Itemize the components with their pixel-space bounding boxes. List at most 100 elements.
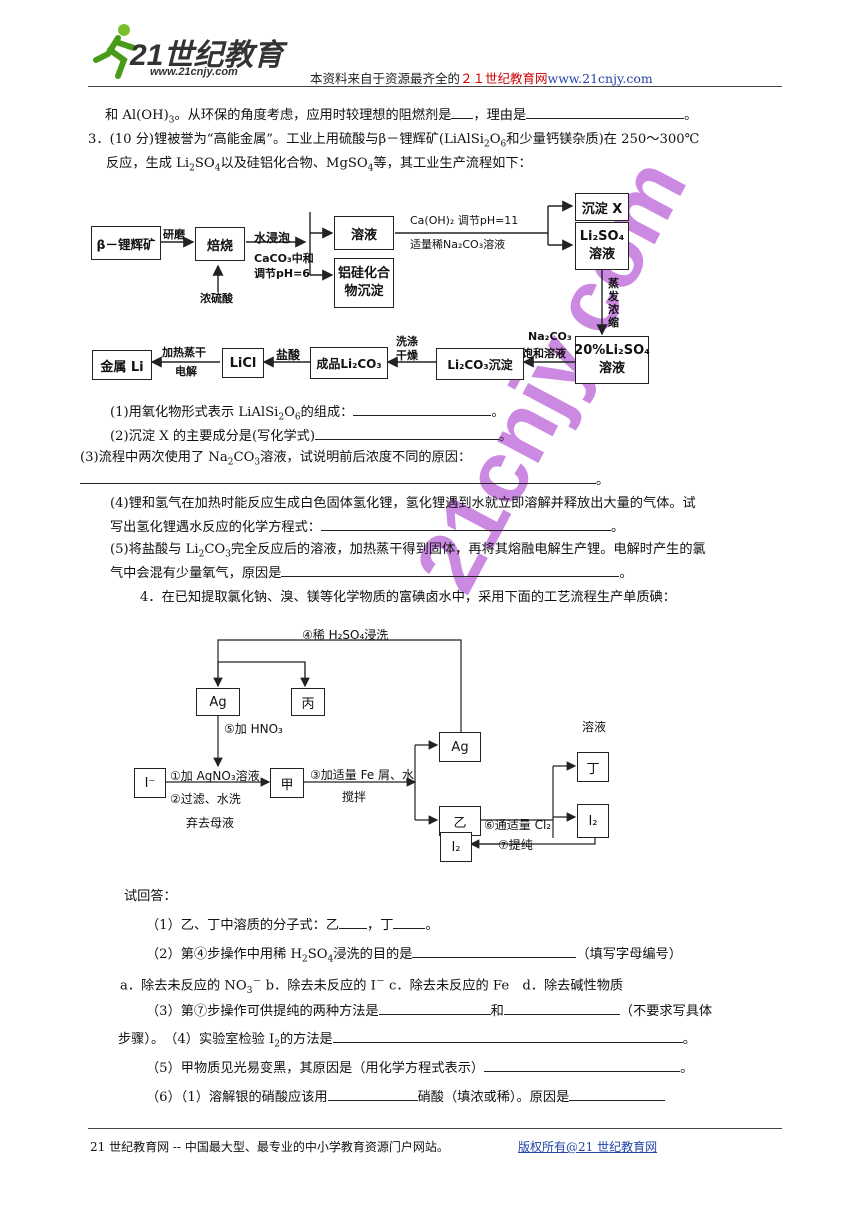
line-s2: (2)沉淀 X 的主要成分是(写化学式)。 [110, 425, 512, 448]
text: （2）第④步操作中用稀 H [146, 947, 302, 962]
answer-blank[interactable] [378, 1000, 491, 1015]
line-options: a．除去未反应的 NO3－ b．除去未反应的 I－ c．除去未反应的 Fe d．… [120, 977, 624, 997]
text: ，丁 [367, 918, 394, 933]
flow-label: ④稀 H₂SO₄浸洗 [302, 628, 389, 642]
text: 溶液 [598, 361, 625, 376]
answer-blank[interactable] [503, 1000, 620, 1015]
footer-rule [88, 1128, 782, 1129]
flow-ag2: Ag [439, 732, 481, 762]
text: 20%Li₂SO₄ [574, 343, 650, 358]
answer-blank[interactable] [339, 914, 368, 929]
footer-copyright-link[interactable]: 版权所有@21 世纪教育网 [518, 1138, 657, 1155]
flow-roast: 焙烧 [195, 227, 245, 261]
line-a3d: 步骤）。 （4）实验室检验 I2的方法是。 [118, 1028, 696, 1056]
text: （填写字母编号） [576, 947, 682, 962]
flow-label: ②过滤、水洗 [170, 792, 241, 806]
text: (5)将盐酸与 Li [110, 542, 199, 557]
answer-blank[interactable] [393, 914, 426, 929]
text: 完全反应后的溶液，加热蒸干得到固体，再将其熔融电解生产锂。电解时产生的氯 [230, 542, 706, 557]
flow-label: Na₂CO₃ [528, 330, 572, 343]
text: （1）乙、丁中溶质的分子式：乙 [146, 918, 340, 933]
logo-text: 21世纪教育 [130, 39, 284, 72]
answer-blank[interactable] [569, 1086, 666, 1101]
site-logo: 21世纪教育 www.21cnjy.com [88, 20, 293, 82]
text: 。从环保的角度考虑，应用时较理想的阻燃剂是 [174, 108, 452, 123]
option-a: a．除去未反应的 NO [120, 978, 247, 994]
text: (1)用氧化物形式表示 LiAlSi [110, 405, 279, 420]
answer-blank[interactable] [321, 516, 611, 531]
flow-li2co3-precipitate: Li₂CO₃沉淀 [436, 348, 524, 380]
text: 硝酸（填浓或稀）。原因是 [417, 1090, 570, 1105]
answer-blank[interactable] [526, 104, 685, 119]
flow-label: 适量稀Na₂CO₃溶液 [410, 238, 506, 251]
text: 物沉淀 [344, 284, 384, 299]
header-note: 本资料来自于资源最齐全的２１世纪教育网www.21cnjy.com [310, 68, 653, 87]
answer-blank[interactable] [327, 1086, 418, 1101]
flow-ag: Ag [196, 688, 240, 716]
answer-blank[interactable] [80, 469, 596, 484]
line-a6: （6）（1）溶解银的硝酸应该用 硝酸（填浓或稀）。原因是 [146, 1086, 666, 1109]
line-s3: (3)流程中两次使用了 Na2CO3溶液，试说明前后浓度不同的原因： [80, 450, 472, 468]
flow-bing: 丙 [291, 688, 325, 716]
flow-label: 调节pH=6 [254, 267, 310, 280]
flow-label: CaCO₃中和 [254, 252, 314, 265]
answer-blank[interactable] [281, 562, 620, 577]
answer-blank[interactable] [484, 1057, 681, 1072]
flow-label: 弃去母液 [186, 816, 235, 830]
text: （3）第⑦步操作可供提纯的两种方法是 [146, 1004, 379, 1019]
line-a3: （3）第⑦步操作可供提纯的两种方法是 和 （不要求写具体 [146, 1000, 712, 1023]
answer-blank[interactable] [332, 1028, 683, 1043]
option-cd: c．除去未反应的 Fe d．除去碱性物质 [389, 978, 624, 994]
text: 浸洗的目的是 [333, 947, 413, 962]
text: 的组成： [300, 405, 354, 420]
flow-label: 洗涤 [396, 335, 418, 348]
line-ask: 试回答： [124, 889, 177, 904]
flow-i2-final: I₂ [440, 832, 472, 862]
flow-label: ⑥通适量 Cl₂ [484, 818, 552, 832]
flow-label: ⑦提纯 [498, 838, 533, 852]
answer-blank[interactable] [412, 943, 577, 958]
text: 铝硅化合 [337, 266, 390, 281]
text: 溶液 [588, 247, 615, 262]
text: 和 [490, 1004, 504, 1019]
note-site: ２１世纪教育网 [460, 71, 548, 86]
flow-label: 电解 [175, 365, 197, 378]
flow-label: ①加 AgNO₃溶液 [170, 769, 260, 783]
text: Li₂SO₄ [579, 229, 625, 244]
text: 以及硅铝化合物、MgSO [220, 156, 368, 171]
flow-iodide: I⁻ [134, 768, 166, 798]
runner-icon [93, 24, 137, 79]
flow-alsi: 铝硅化合物沉淀 [334, 258, 394, 308]
flow-label: Ca(OH)₂ 调节pH=11 [410, 214, 519, 227]
option-b: b．除去未反应的 I [265, 978, 376, 994]
note-prefix: 本资料来自于资源最齐全的 [310, 71, 461, 86]
flow-solution: 溶液 [334, 216, 394, 250]
line-q4: 4．在已知提取氯化钠、溴、镁等化学物质的富碘卤水中，采用下面的工艺流程生产单质碘… [140, 590, 676, 605]
text: (3)流程中两次使用了 Na [80, 450, 228, 465]
answer-blank[interactable] [451, 104, 474, 119]
line-l1: 和 Al(OH)3。从环保的角度考虑，应用时较理想的阻燃剂是，理由是。 [105, 104, 697, 132]
flow-i2: I₂ [577, 804, 609, 838]
flow-li2so4: Li₂SO₄ 溶液 [575, 222, 629, 270]
text: ，理由是 [473, 108, 527, 123]
flow-label: 加热蒸干 [162, 346, 206, 359]
text: （5）甲物质见光易变黑，其原因是（用化学方程式表示） [146, 1061, 485, 1076]
header-rule [88, 86, 782, 87]
line-s4b: 写出氢化锂遇水反应的化学方程式：。 [110, 516, 624, 539]
note-url[interactable]: www.21cnjy.com [547, 71, 653, 86]
flow-label: 水浸泡 [254, 231, 291, 245]
line-a5: （5）甲物质见光易变黑，其原因是（用化学方程式表示）。 [146, 1057, 693, 1080]
line-s1: (1)用氧化物形式表示 LiAlSi2O6的组成：。 [110, 401, 505, 429]
flow-label: 溶液 [582, 720, 607, 734]
flow-li2so4-20: 20%Li₂SO₄ 溶液 [574, 336, 650, 384]
text: 反应，生成 Li [106, 156, 190, 171]
answer-blank[interactable] [315, 425, 499, 440]
flow-label: ⑤加 HNO₃ [224, 722, 283, 736]
answer-blank[interactable] [353, 401, 492, 416]
flow-label: ③加适量 Fe 屑、水 [310, 768, 415, 782]
flow-ore: β－锂辉矿 [91, 226, 161, 260]
text: （不要求写具体 [619, 1004, 713, 1019]
copyright-text[interactable]: 版权所有@21 世纪教育网 [518, 1140, 658, 1154]
text: （6）（1）溶解银的硝酸应该用 [146, 1090, 328, 1105]
logo-url: www.21cnjy.com [150, 66, 238, 78]
